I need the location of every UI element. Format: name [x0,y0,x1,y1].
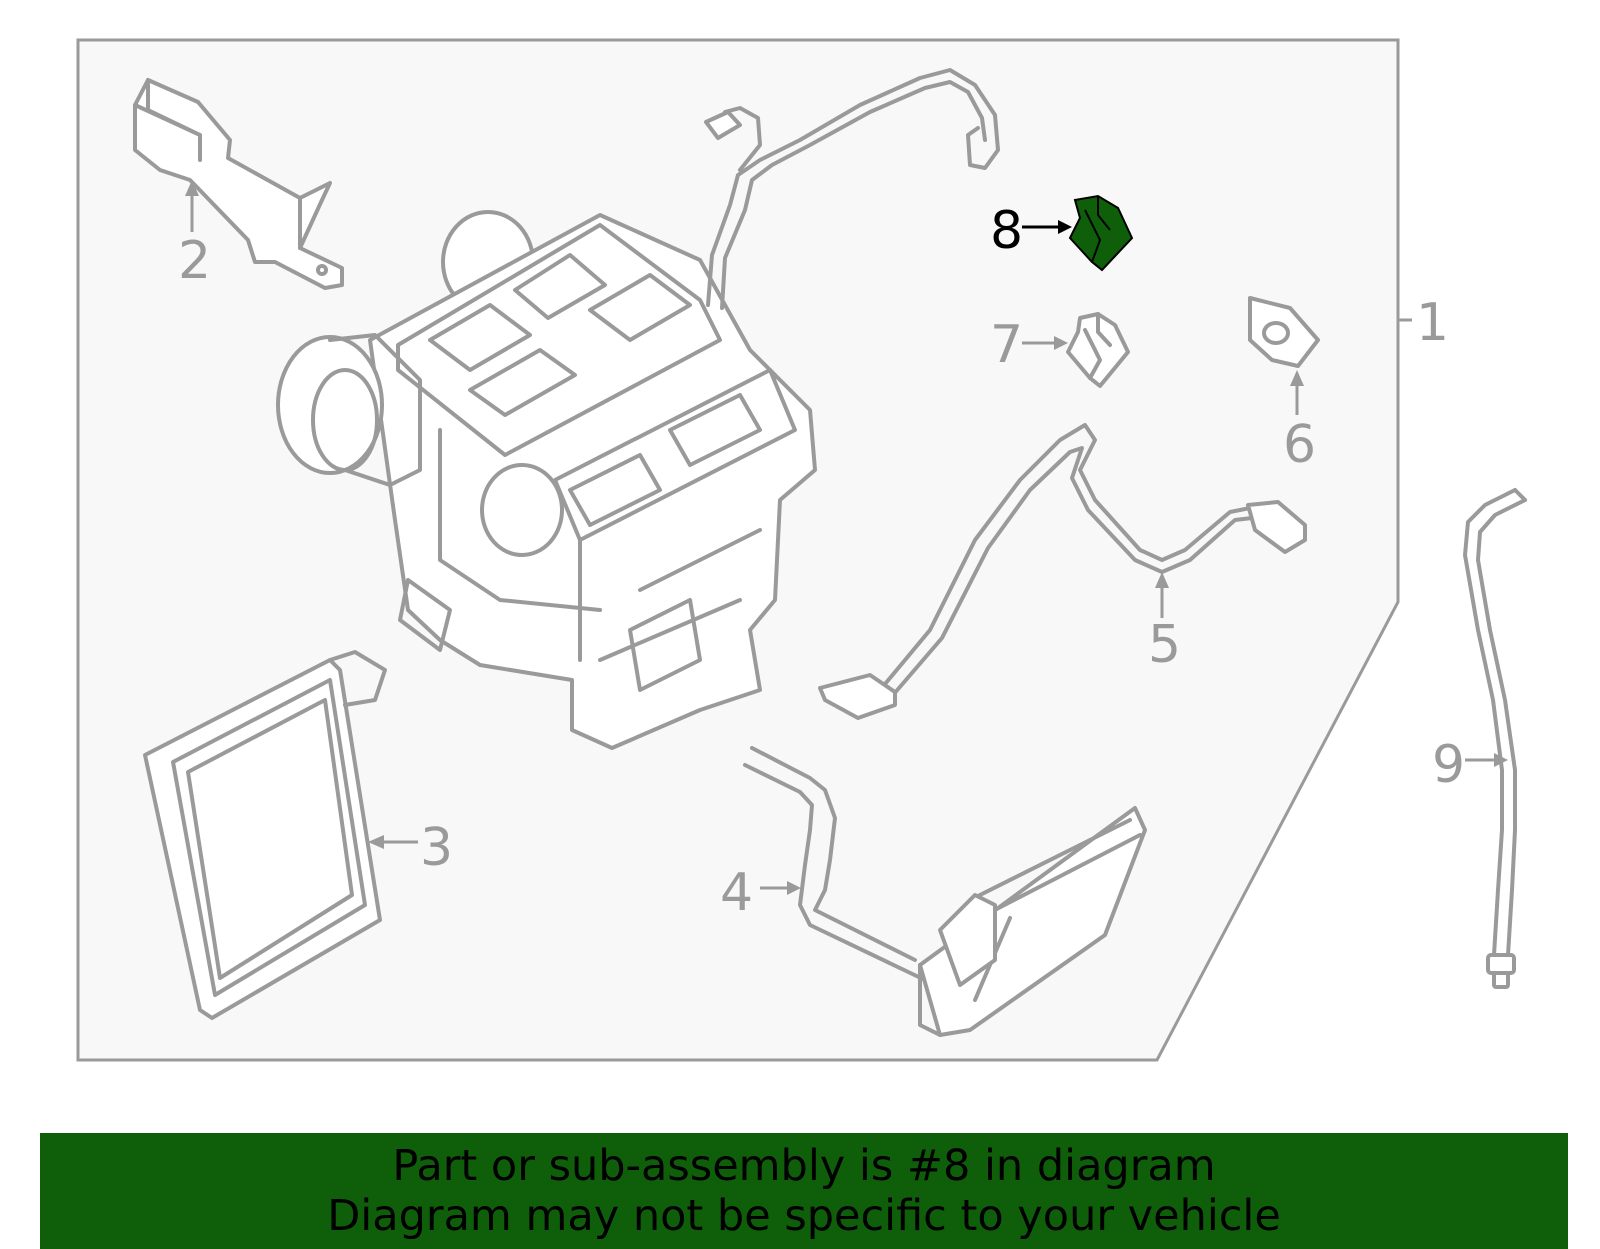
part-2-bracket [133,78,344,290]
callout-5: 5 [1148,615,1181,675]
banner-line-2: Diagram may not be specific to your vehi… [327,1191,1281,1241]
part-8-highlighted [1068,194,1134,272]
part-9-drain-hose [1463,488,1527,989]
callout-6: 6 [1283,415,1316,475]
callout-9: 9 [1432,735,1465,795]
part-6 [1248,296,1320,368]
part-5-sensor-wire [818,423,1307,720]
callout-7: 7 [990,315,1023,375]
part-4-heater-core [743,746,1147,1037]
info-banner-bg [40,1133,1568,1249]
hvac-housing [276,210,817,750]
callout-1: 1 [1416,293,1449,353]
banner-line-1: Part or sub-assembly is #8 in diagram [392,1141,1216,1191]
wire-harness-top [704,68,1000,310]
arrow-5 [1155,572,1169,588]
arrow-7 [1054,336,1068,350]
callout-4: 4 [720,863,753,923]
callout-2: 2 [178,231,211,291]
part-7 [1066,312,1130,388]
arrow-6 [1290,370,1304,386]
arrow-9 [1494,753,1508,767]
info-banner: Part or sub-assembly is #8 in diagram Di… [40,1133,1568,1249]
arrow-4 [787,881,801,895]
callout-3: 3 [420,818,453,878]
callout-8: 8 [990,201,1023,261]
arrow-8 [1058,220,1072,234]
arrow-2 [185,180,199,196]
part-3-evaporator [143,650,387,1020]
arrow-3 [368,835,384,849]
